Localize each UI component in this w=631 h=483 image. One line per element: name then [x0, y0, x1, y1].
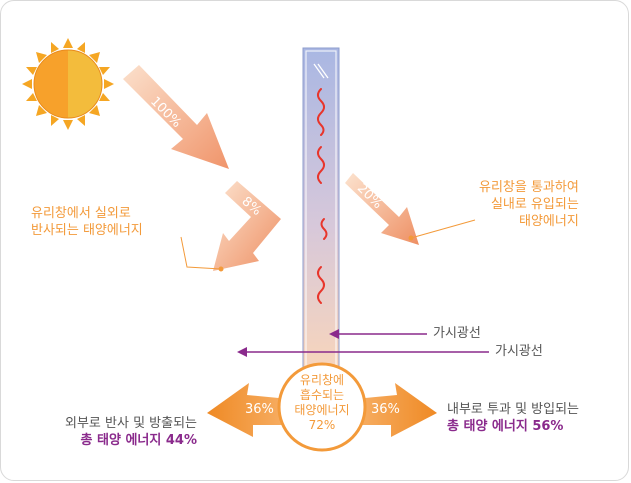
outgoing-left-arrow: [207, 383, 291, 437]
reflected-arrow: [213, 181, 281, 271]
leader-lines: [180, 219, 476, 272]
outside-total-label: 외부로 반사 및 방출되는 총 태양 에너지 44%: [65, 416, 197, 448]
visible-light-label-2: 가시광선: [495, 344, 543, 359]
outgoing-left-percent: 36%: [245, 402, 274, 417]
absorbed-energy-label: 유리창에 흡수되는 태양에너지 72%: [294, 373, 350, 432]
visible-light-label-1: 가시광선: [433, 326, 481, 341]
reflected-energy-label: 유리창에서 실외로 반사되는 태양에너지: [31, 206, 143, 238]
incoming-arrow: [123, 65, 229, 169]
outgoing-right-arrow: [353, 383, 437, 437]
absorbed-circle: [277, 362, 367, 452]
glass-pane-icon: [302, 47, 340, 373]
inside-total-label: 내부로 투과 및 방입되는 총 태양 에너지 56%: [447, 402, 579, 434]
transmitted-energy-label: 유리창을 통과하여 실내로 유입되는 태양에너지: [479, 180, 579, 229]
heat-wave-icons: [317, 88, 328, 304]
outgoing-right-percent: 36%: [371, 402, 400, 417]
transmitted-arrow: [345, 173, 419, 245]
sun-icon: [22, 38, 114, 130]
visible-light-arrows: [237, 329, 489, 357]
